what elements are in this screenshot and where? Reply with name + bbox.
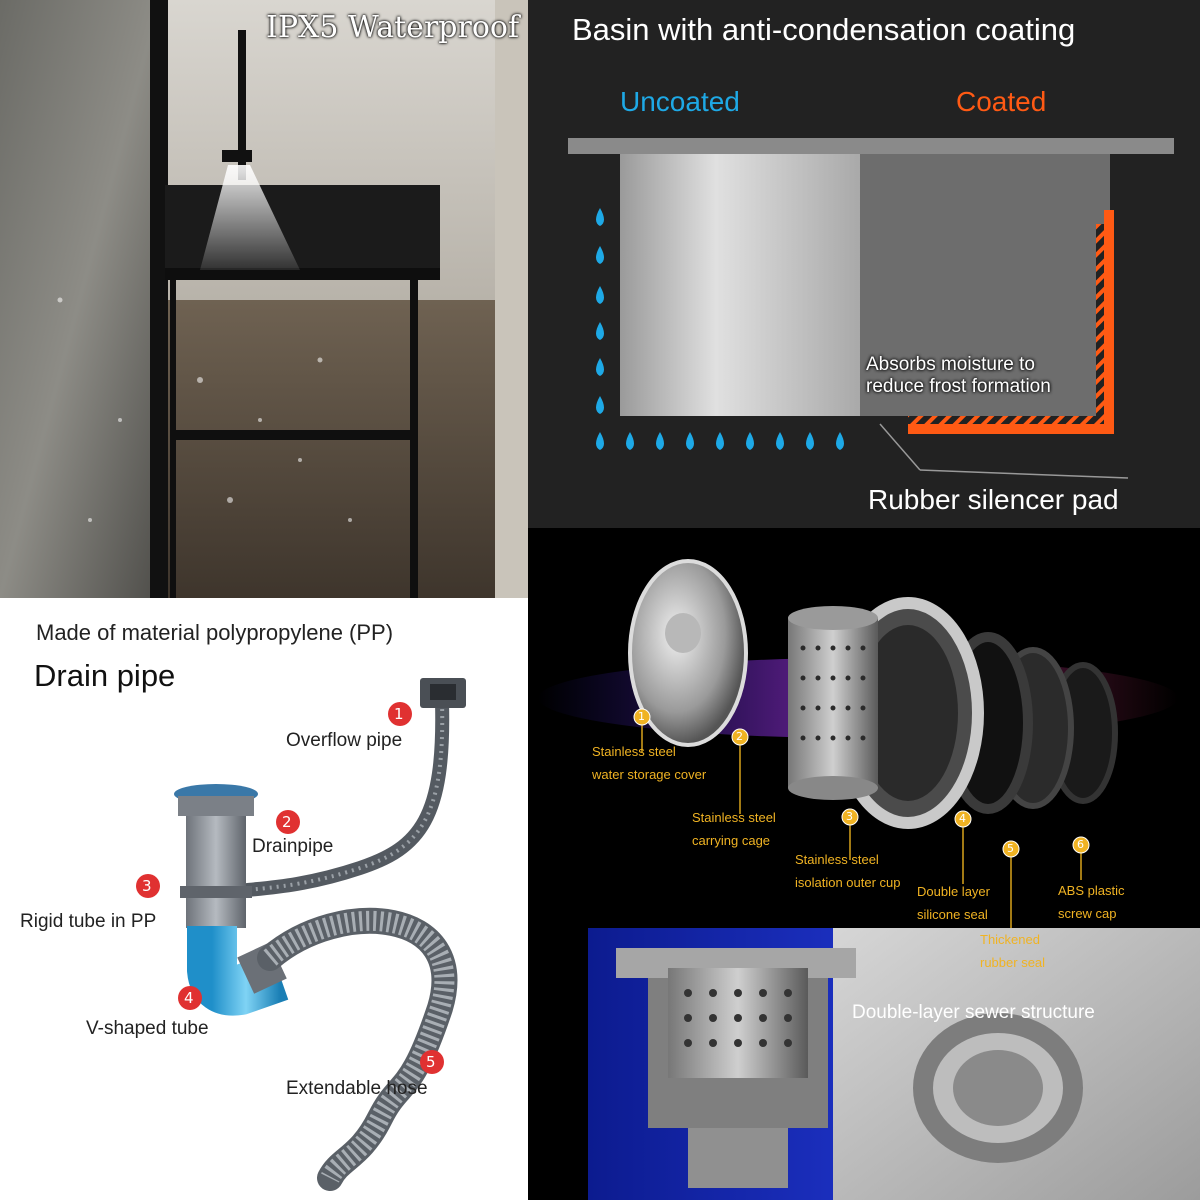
basin-cross-section — [568, 138, 1174, 479]
part-number-5: 5 — [426, 1053, 436, 1071]
component-1-line1: Stainless steel — [592, 744, 676, 759]
waterproof-photo — [0, 0, 528, 598]
coating-panel: Basin with anti-condensation coating Unc… — [528, 0, 1200, 528]
drain-pipe-panel: Made of material polypropylene (PP) Drai… — [0, 598, 528, 1200]
part-label-overflow-pipe: Overflow pipe — [286, 730, 403, 751]
part-number-1: 1 — [394, 705, 404, 723]
coated-label: Coated — [956, 86, 1047, 117]
moisture-note-line1: Absorbs moisture to — [866, 354, 1035, 375]
component-number-1: 1 — [638, 710, 645, 723]
material-note: Made of material polypropylene (PP) — [36, 620, 394, 645]
component-1-line2: water storage cover — [592, 767, 707, 782]
sewer-structure-label: Double-layer sewer structure — [852, 1002, 1095, 1023]
component-number-6: 6 — [1077, 838, 1084, 851]
part-label-rigid-tube: Rigid tube in PP — [20, 911, 157, 932]
part-number-2: 2 — [282, 813, 292, 831]
component-6-line1: ABS plastic — [1058, 883, 1125, 898]
strainer-exploded-view — [538, 559, 1200, 1200]
coating-title: Basin with anti-condensation coating — [572, 12, 1076, 47]
part-markers — [136, 702, 444, 1074]
uncoated-label: Uncoated — [620, 86, 740, 117]
component-6-line2: screw cap — [1058, 906, 1117, 921]
component-2-line1: Stainless steel — [692, 810, 776, 825]
drain-pipe-title: Drain pipe — [34, 658, 176, 693]
component-4-line1: Double layer — [917, 884, 990, 899]
part-label-drainpipe: Drainpipe — [252, 836, 334, 857]
component-number-3: 3 — [846, 810, 853, 823]
component-number-4: 4 — [959, 812, 966, 825]
component-number-5: 5 — [1007, 842, 1014, 855]
component-5-line2: rubber seal — [980, 955, 1046, 970]
waterproof-title: IPX5 Waterproof — [266, 10, 520, 45]
moisture-note-line2: reduce frost formation — [866, 376, 1051, 397]
part-number-4: 4 — [184, 989, 194, 1007]
component-3-line2: isolation outer cup — [795, 875, 901, 890]
component-5-line1: Thickened — [980, 932, 1040, 947]
strainer-panel: 1 2 3 4 5 6 Stainless steel water storag… — [528, 528, 1200, 1200]
condensation-droplets — [596, 208, 844, 450]
rubber-pad-label: Rubber silencer pad — [868, 484, 1119, 515]
part-label-extendable-hose: Extendable hose — [286, 1078, 428, 1099]
drain-pipe-illustration — [136, 678, 466, 1191]
part-label-v-shaped-tube: V-shaped tube — [86, 1018, 209, 1039]
waterproof-panel: IPX5 Waterproof — [0, 0, 528, 598]
component-3-line1: Stainless steel — [795, 852, 879, 867]
part-number-3: 3 — [142, 877, 152, 895]
component-4-line2: silicone seal — [917, 907, 988, 922]
component-number-2: 2 — [736, 730, 743, 743]
component-2-line2: carrying cage — [692, 833, 771, 848]
